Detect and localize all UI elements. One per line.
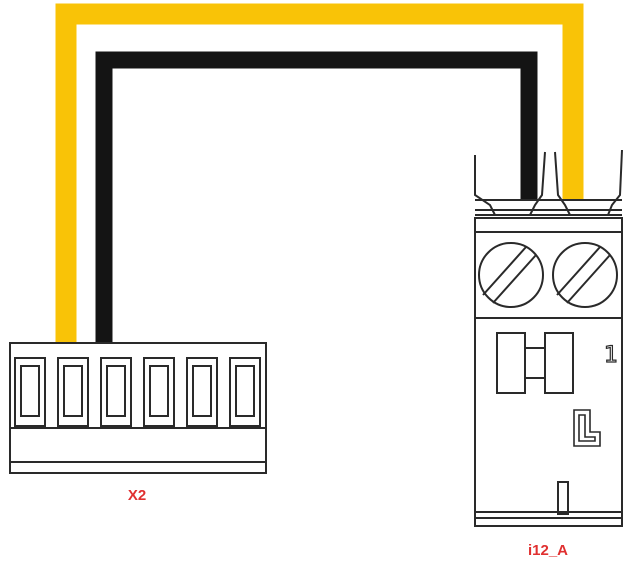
- terminal-slots: [14, 357, 261, 427]
- screw-left-icon: [478, 242, 544, 308]
- screw-right-icon: [552, 242, 618, 308]
- label-i12a: i12_A: [528, 542, 568, 559]
- relay-module-i12a: [474, 149, 623, 527]
- module-marking: 1: [604, 343, 618, 368]
- terminal-block-x2: [9, 342, 267, 474]
- l-shaped-symbol-icon: [573, 409, 601, 447]
- black-wire: [95, 51, 538, 342]
- yellow-wire: [55, 3, 584, 342]
- label-x2: X2: [128, 487, 146, 504]
